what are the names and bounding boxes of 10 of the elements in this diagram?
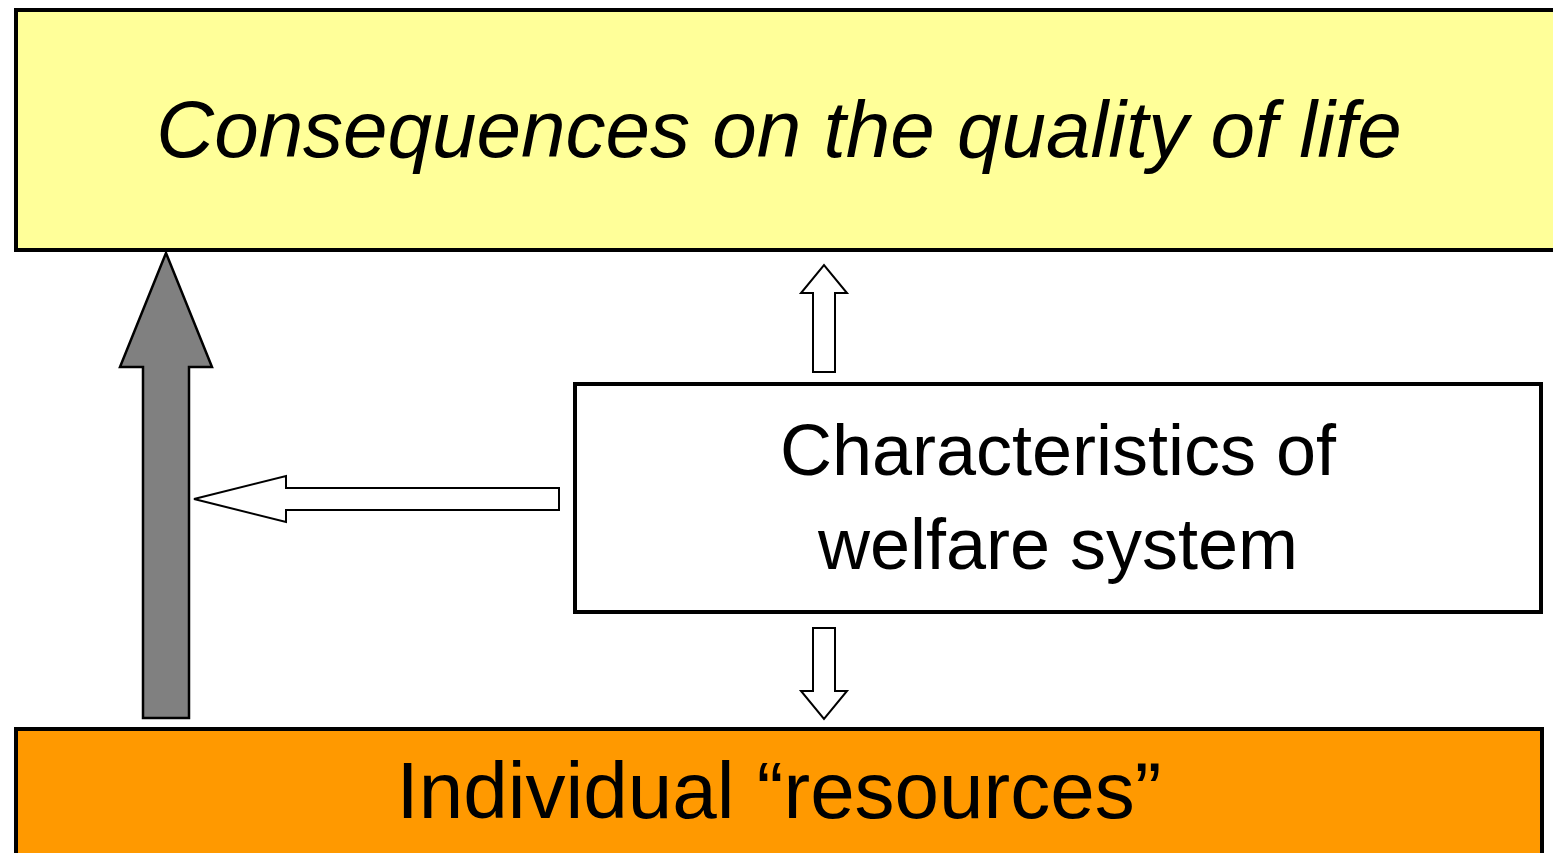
node-label: Characteristics of welfare system <box>778 409 1338 586</box>
block-arrow <box>118 249 214 720</box>
node-label: Consequences on the quality of life <box>156 84 1402 176</box>
node-label: Individual “resources” <box>396 745 1162 837</box>
block-arrow <box>798 263 850 373</box>
process-box <box>573 382 1543 614</box>
block-arrow <box>798 627 850 721</box>
base-box <box>14 727 1544 853</box>
block-arrow <box>193 474 560 524</box>
header-box <box>14 8 1553 252</box>
